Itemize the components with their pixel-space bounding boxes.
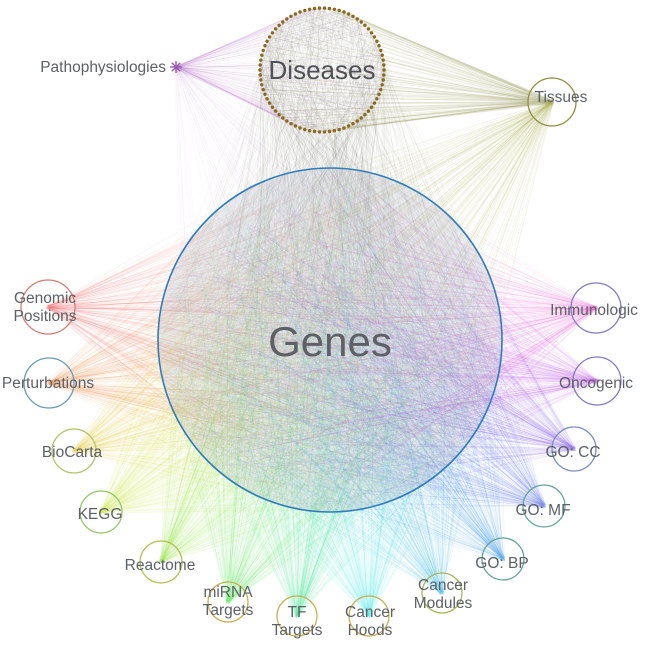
node-pathophysiologies-star-icon[interactable] (170, 61, 182, 73)
edge-bundle-ring-genes (161, 7, 495, 505)
edge-bundle-go-bp-genes (170, 175, 506, 562)
label-pathophysiologies: Pathophysiologies (40, 59, 166, 76)
label-go-mf: GO: MF (515, 502, 570, 519)
edge-bundle-biocarta-genes (71, 178, 494, 511)
label-immunologic: Immunologic (550, 302, 638, 319)
node-go-bp[interactable] (481, 537, 525, 581)
edge-bundle-tissues-genes (170, 99, 555, 504)
node-go-cc[interactable] (551, 426, 597, 472)
edge-bundle-mirna-targets-genes (165, 172, 492, 605)
edge-bundle-cancer-modules-genes (168, 171, 499, 596)
diseases-label: Diseases (269, 55, 376, 85)
label-tissues: Tissues (535, 89, 588, 106)
node-genomic-positions[interactable] (20, 279, 76, 335)
genes-label: Genes (268, 318, 392, 365)
node-immunologic[interactable] (570, 282, 622, 334)
label-perturbations: Perturbations (2, 375, 94, 392)
label-oncogenic: Oncogenic (559, 375, 633, 392)
label-reactome: Reactome (125, 557, 196, 574)
edge-bundle-ring-tissues (259, 7, 555, 133)
node-reactome[interactable] (139, 540, 183, 584)
edge-bundle-go-mf-genes (163, 174, 547, 511)
node-cancer-modules[interactable] (421, 572, 463, 614)
node-tissues[interactable] (527, 77, 577, 127)
edge-bundle-kegg-genes (98, 177, 494, 515)
label-go-bp: GO: BP (475, 555, 528, 572)
edge-bundle-perturbations-genes (46, 179, 493, 493)
node-tf-targets[interactable] (276, 595, 318, 637)
node-biocarta[interactable] (51, 428, 97, 474)
node-kegg[interactable] (79, 490, 123, 534)
edge-bundle-cancer-hoods-genes (170, 171, 494, 619)
edge-bundle-tf-targets-genes (166, 178, 499, 619)
edge-bundle-reactome-genes (158, 172, 499, 565)
node-mirna-targets[interactable] (207, 581, 249, 623)
edge-bundle-immunologic-genes (162, 178, 599, 506)
node-oncogenic[interactable] (572, 356, 622, 406)
edge-bundle-go-cc-genes (160, 180, 577, 508)
edge-bundle-oncogenic-genes (164, 172, 600, 502)
genes-node[interactable] (157, 167, 503, 513)
diseases-node[interactable] (258, 6, 386, 134)
label-biocarta: BioCarta (42, 444, 103, 461)
label-layer: Genes Diseases PathophysiologiesTissuesGen… (2, 55, 638, 639)
label-go-cc: GO: CC (545, 444, 600, 461)
label-kegg: KEGG (78, 506, 123, 523)
node-go-mf[interactable] (522, 484, 566, 528)
edge-bundle-genomic-positions-genes (45, 170, 492, 511)
edge-layer (45, 7, 600, 619)
node-perturbations[interactable] (23, 357, 75, 409)
node-cancer-hoods[interactable] (348, 595, 390, 637)
